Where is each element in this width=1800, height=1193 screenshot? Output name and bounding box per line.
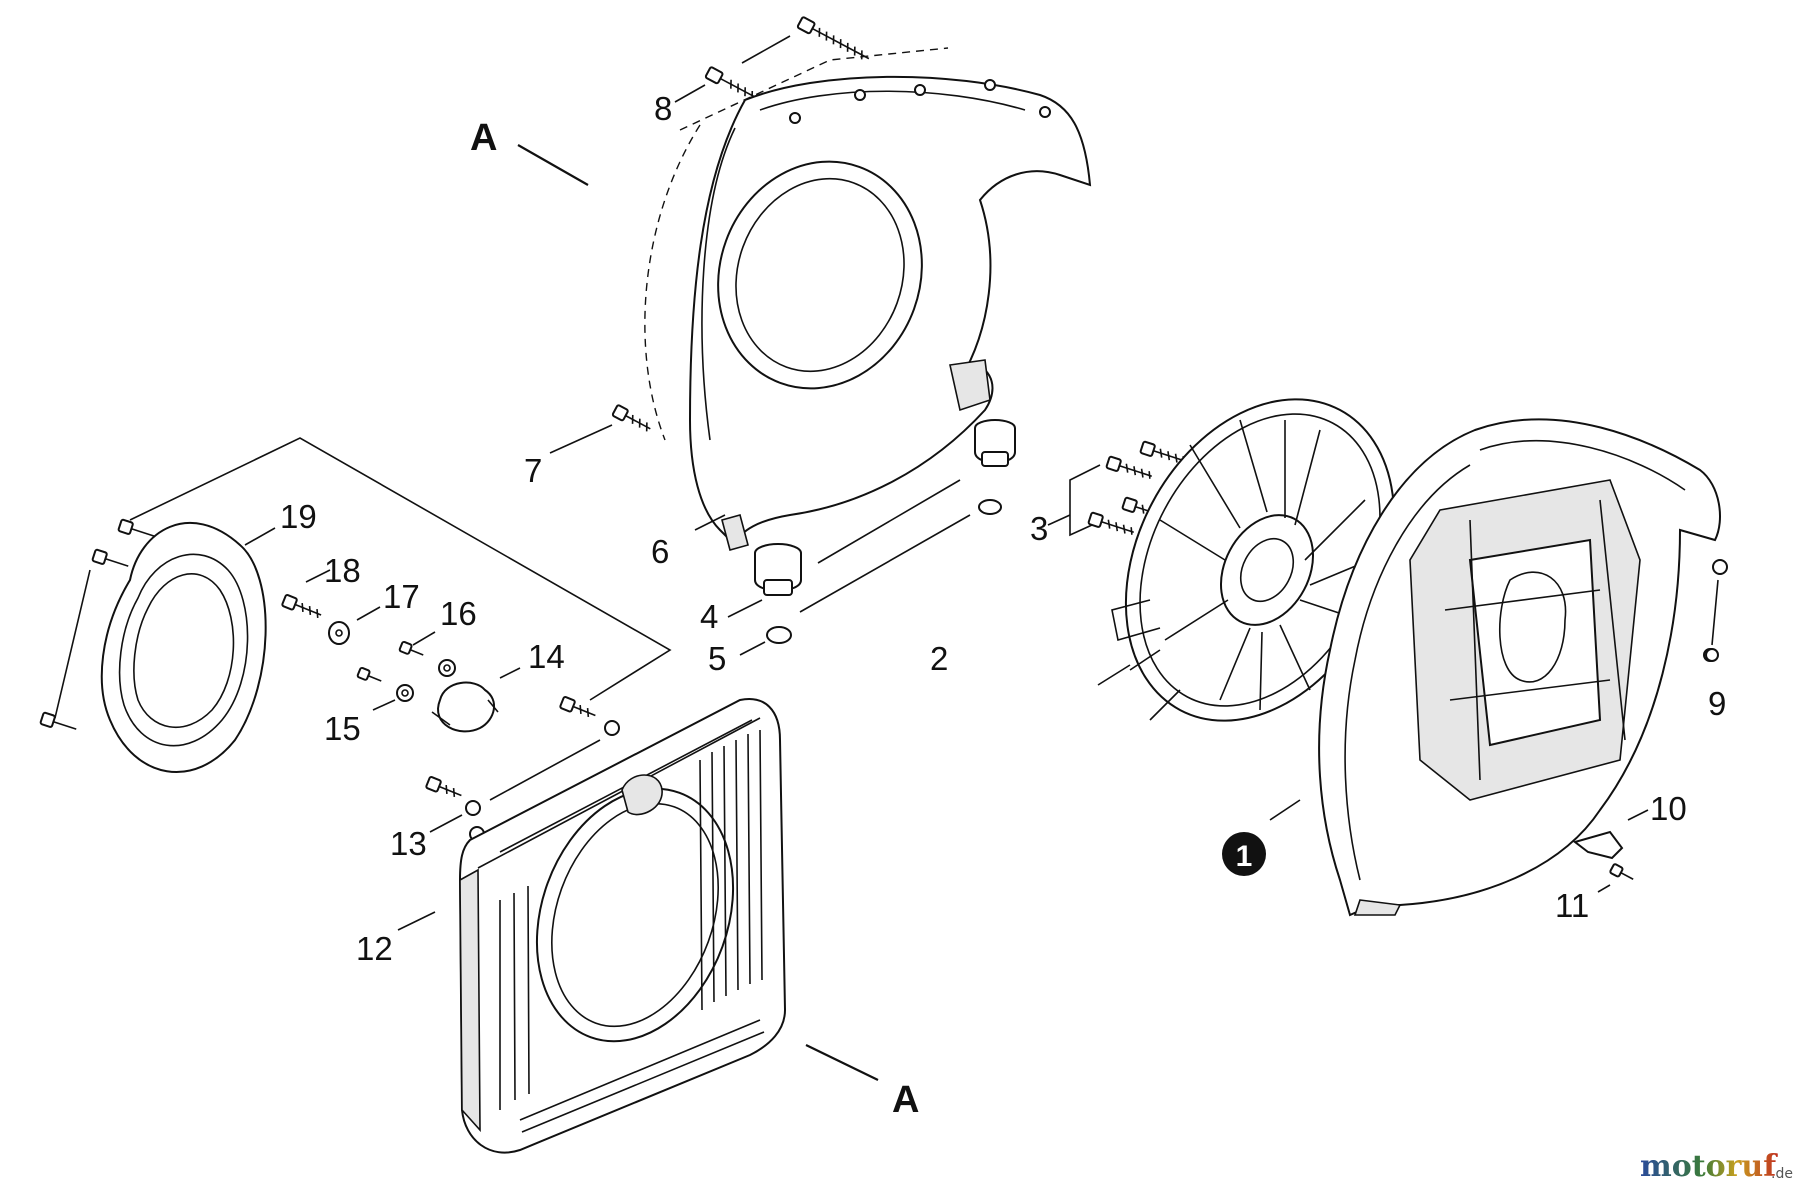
- callout-10: 10: [1650, 790, 1687, 827]
- section-mark-label: A: [470, 117, 497, 159]
- callout-5: 5: [708, 640, 726, 677]
- callout-2: 2: [930, 640, 948, 677]
- callout-7: 7: [524, 452, 542, 489]
- callout-12: 12: [356, 930, 393, 967]
- callout-4: 4: [700, 598, 718, 635]
- part-blower-housing-cover-6: [644, 47, 1092, 551]
- part-starter-ring-19: [39, 518, 276, 774]
- group-bracket: [129, 437, 672, 701]
- callout-8: 8: [654, 90, 672, 127]
- callout-14: 14: [528, 638, 565, 675]
- callout-18: 18: [324, 552, 361, 589]
- callout-9: 9: [1708, 685, 1726, 722]
- callout-1: 1: [1236, 840, 1253, 873]
- part-mounts-4-5: [727, 419, 1016, 656]
- callout-6: 6: [651, 533, 669, 570]
- callout-1-badge: [1222, 832, 1266, 876]
- callout-13: 13: [390, 825, 427, 862]
- callout-17: 17: [383, 578, 420, 615]
- part-nut-9: [1705, 648, 1719, 662]
- part-cylinder-cover-12: [397, 698, 787, 1154]
- callout-15: 15: [324, 710, 361, 747]
- part-fan-screws-3: [1047, 440, 1186, 537]
- callout-labels: 2 3 4 5 6 7 8 9 10 11 12 13 14 15 16 17 …: [280, 90, 1726, 967]
- callout-16: 16: [440, 595, 477, 632]
- part-small-mounts-14-18: [281, 569, 521, 733]
- section-mark-bottom: A: [805, 1044, 919, 1121]
- watermark-brand: motoruf: [1640, 1149, 1778, 1184]
- section-mark-label: A: [892, 1079, 919, 1121]
- callout-11: 11: [1555, 887, 1589, 924]
- part-fan-case-1: 1: [1222, 418, 1728, 917]
- callout-3: 3: [1030, 510, 1048, 547]
- part-fan-impeller-2: [1097, 398, 1396, 722]
- section-mark-top: A: [470, 117, 589, 186]
- part-screw-7: [549, 404, 651, 454]
- watermark-suffix: .de: [1771, 1166, 1793, 1182]
- part-clip-10-11: [1572, 809, 1649, 893]
- watermark-logo: motoruf .de: [1640, 1149, 1793, 1184]
- callout-19: 19: [280, 498, 317, 535]
